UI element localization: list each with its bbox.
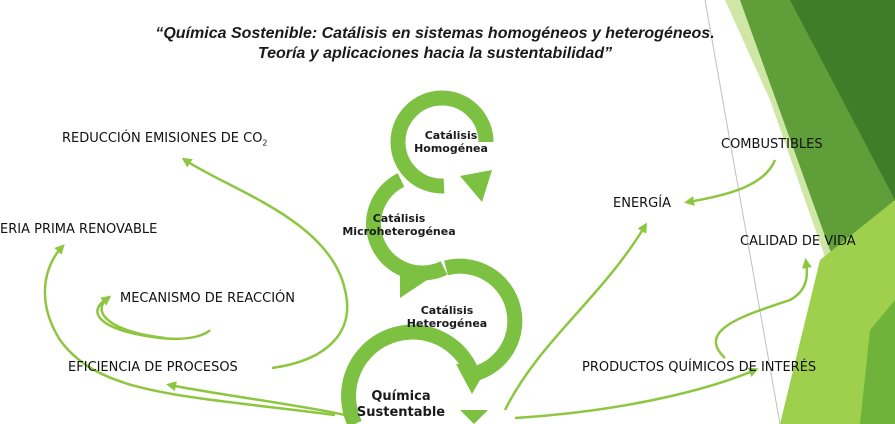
slide-title-line2: Teoría y aplicaciones hacia la sustentab… bbox=[257, 45, 613, 62]
ring-microheterogenea bbox=[366, 173, 448, 281]
arrow-to-energia-from-combustibles bbox=[684, 159, 777, 206]
slide-title-line1: “Química Sostenible: Catálisis en sistem… bbox=[155, 25, 715, 42]
arrow-to-productos bbox=[514, 367, 759, 420]
label-mecanismo: MECANISMO DE REACCIÓN bbox=[120, 291, 296, 306]
label-energia: ENERGÍA bbox=[613, 196, 671, 211]
label-productos-quimicos: PRODUCTOS QUÍMICOS DE INTERÉS bbox=[582, 360, 817, 375]
bg-facet-bottom bbox=[860, 300, 895, 424]
ring-heterogenea bbox=[444, 258, 523, 382]
arrow-to-eficiencia bbox=[166, 381, 346, 417]
ring-homogenea bbox=[390, 90, 494, 194]
bg-line bbox=[704, 0, 781, 424]
ring1-arrowhead bbox=[460, 170, 492, 202]
ring-sustentable bbox=[341, 324, 477, 424]
label-eficiencia: EFICIENCIA DE PROCESOS bbox=[68, 360, 238, 375]
bg-facet-darker bbox=[790, 0, 895, 200]
arrow-to-mecanismo bbox=[100, 295, 166, 340]
label-combustibles: COMBUSTIBLES bbox=[721, 137, 823, 152]
ring4-arrowhead bbox=[460, 410, 488, 424]
label-calidad-vida: CALIDAD DE VIDA bbox=[740, 234, 856, 249]
arrow-to-energia bbox=[503, 222, 648, 411]
arrow-to-reduccion bbox=[181, 157, 349, 370]
arrow-to-calidad bbox=[714, 258, 812, 359]
ring3-arrowhead bbox=[456, 364, 488, 394]
label-reduccion-emisiones: REDUCCIÓN EMISIONES DE CO2 bbox=[62, 131, 268, 148]
label-materia-prima: ERIA PRIMA RENOVABLE bbox=[0, 222, 158, 237]
arrow-to-materia bbox=[43, 244, 336, 417]
ring2-arrowhead bbox=[400, 262, 430, 298]
